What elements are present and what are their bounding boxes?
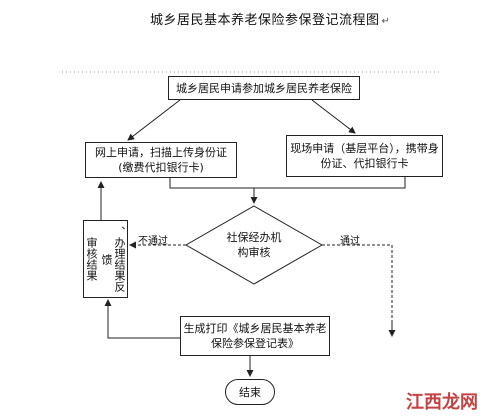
onsite-apply-line2: 份证、代扣银行卡 — [320, 157, 409, 170]
merge-line — [169, 177, 406, 189]
arrow-start-to-online — [127, 99, 181, 141]
feedback-box: 审核结果 、办理结果反馈 — [83, 220, 128, 298]
online-apply-box: 网上申请，扫描上传身份证 (缴费代扣银行卡) — [85, 142, 237, 178]
onsite-apply-box: 现场申请（基层平台），携带身 份证、代扣银行卡 — [286, 135, 443, 177]
return-mark: ↵ — [381, 16, 391, 27]
watermark-logo: 江西龙网 — [406, 392, 478, 413]
end-label: 结束 — [239, 385, 261, 399]
page-title: 城乡居民基本养老保险参保登记流程图↵ — [150, 13, 391, 28]
end-terminal: 结束 — [225, 379, 275, 405]
start-box: 城乡居民申请参加城乡居民养老保险 — [168, 76, 360, 100]
onsite-apply-line1: 现场申请（基层平台），携带身 — [290, 142, 439, 155]
online-apply-line2: (缴费代扣银行卡) — [118, 161, 204, 174]
print-line1: 生成打印《城乡居民基本养老 — [183, 322, 327, 335]
arrow-start-to-onsite — [311, 99, 356, 134]
passed-label: 通过 — [340, 236, 360, 247]
line-passed — [322, 244, 393, 320]
review-diamond-label: 社保经办机 构审核 — [214, 228, 294, 262]
print-box: 生成打印《城乡居民基本养老 保险参保登记表》 — [180, 316, 330, 356]
review-line2: 构审核 — [237, 246, 271, 259]
start-label: 城乡居民申请参加城乡居民养老保险 — [176, 81, 352, 95]
line-print-to-feedback — [107, 305, 180, 339]
feedback-col1: 审核结果 — [85, 237, 98, 281]
review-line1: 社保经办机 — [226, 231, 282, 244]
online-apply-line1: 网上申请，扫描上传身份证 — [95, 146, 227, 159]
feedback-col2: 、办理结果反馈 — [100, 226, 126, 292]
review-diamond — [184, 205, 324, 285]
not-passed-label: 不通过 — [138, 236, 168, 247]
print-line2: 保险参保登记表》 — [211, 337, 299, 350]
